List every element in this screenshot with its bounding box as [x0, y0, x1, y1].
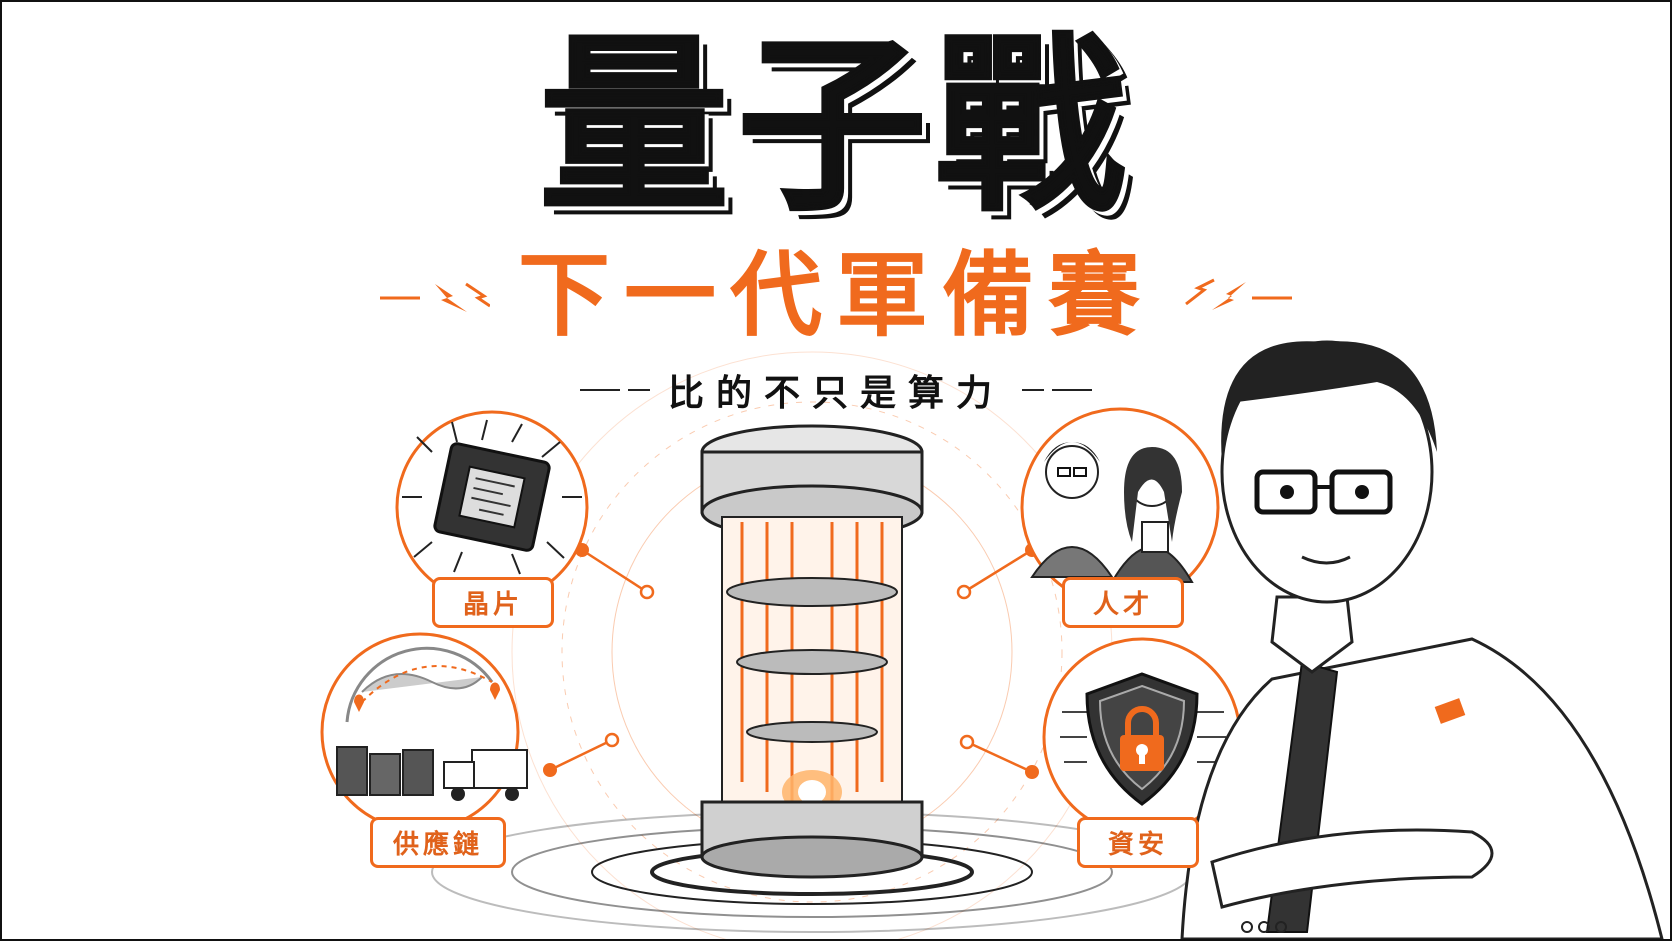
- tagline-dash-right-icon: [1022, 389, 1092, 391]
- connector-lines: [549, 548, 1033, 774]
- chip-node: [395, 410, 589, 604]
- people-icon: [1030, 442, 1194, 583]
- tagline-dash-left-icon: [579, 389, 650, 391]
- presenter-avatar: [1180, 340, 1664, 939]
- tagline: 比的不只是算力: [667, 373, 1004, 414]
- chip-label: 晶片: [432, 577, 554, 628]
- globe-truck-icon: [336, 646, 528, 801]
- tagline-row: 比的不只是算力: [2, 364, 1670, 416]
- subtitle: 下一代軍備賽: [517, 242, 1154, 349]
- lightning-dash-left-icon: [379, 282, 490, 312]
- quantum-computer-icon: [700, 424, 924, 879]
- security-node: [1042, 637, 1242, 837]
- talent-label: 人才: [1062, 577, 1184, 628]
- supply-chain-label: 供應鏈: [370, 817, 506, 868]
- security-label: 資安: [1077, 817, 1199, 868]
- shield-lock-icon: [1060, 672, 1226, 806]
- supply-chain-node: [320, 632, 528, 832]
- lightning-dash-right-icon: [1185, 278, 1292, 310]
- talent-node: [1020, 407, 1220, 607]
- main-title: 量子戰: [538, 16, 1133, 237]
- microchip-icon: [402, 419, 582, 575]
- subtitle-row: 下一代軍備賽: [2, 250, 1670, 342]
